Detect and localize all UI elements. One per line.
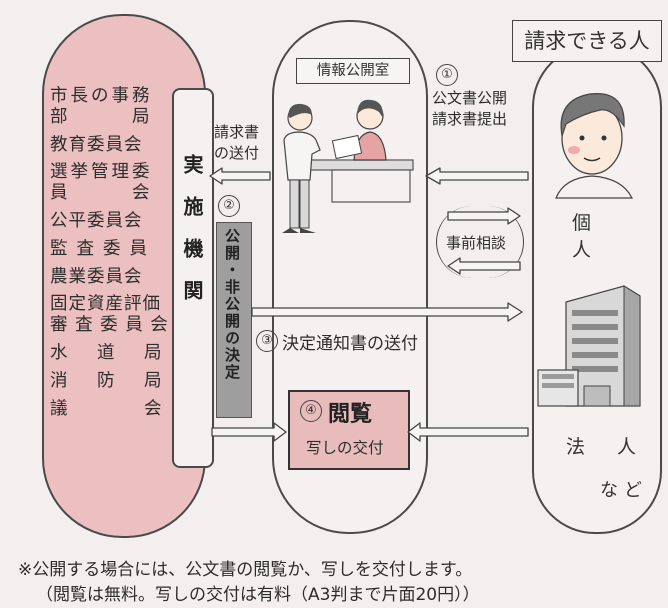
decision-label: 公開・非公開の決定 [223, 228, 241, 381]
arrow-browse-from-agency [211, 422, 287, 442]
person-eye [601, 135, 607, 141]
agency-item: 農業委員会 [50, 267, 143, 287]
step1-line1: 公文書公開 [432, 89, 508, 107]
step1-label: 公文書公開 請求書提出 [432, 88, 507, 130]
prior-consultation-bracket [436, 206, 524, 278]
document [331, 134, 363, 160]
decision-box [216, 222, 252, 418]
visitor-body [283, 131, 321, 181]
arrow-consult-left [447, 257, 521, 275]
prior-consultation-label: 事前相談 [446, 234, 507, 252]
arrow-decision-notice [251, 302, 523, 322]
implementing-agency-box [172, 88, 214, 468]
person-cheek [568, 146, 580, 154]
agency-list: 市長の事務部 局 教育委員会 選挙管理委員 会 公平委員会 監査委員 農業委員会… [50, 83, 168, 423]
person-hair [560, 93, 625, 137]
person-illustration [555, 93, 633, 199]
individual-label: 個人 [572, 212, 622, 261]
footer-note-line1: ※公開する場合には、公文書の閲覧か、写しを交付します。 [18, 560, 473, 580]
person-shirt [555, 175, 633, 199]
agency-item: 教育委員会 [50, 135, 143, 155]
arrow-browse-from-requester [407, 422, 529, 442]
person-mouth [583, 157, 601, 162]
visitor-leg [299, 179, 310, 229]
building-side [623, 285, 641, 407]
agency-item: 公平委員会 [50, 211, 143, 231]
step1-line2: 請求書提出 [432, 110, 508, 128]
agency-item: 水 道 局 [50, 343, 168, 363]
requester-title: 請求できる人 [512, 20, 662, 62]
step3-number: ③ [256, 330, 278, 352]
agency-item: 選挙管理委員 会 [50, 162, 153, 203]
building-entrance [583, 385, 611, 407]
counter-front [331, 169, 411, 203]
agency-item: 議 会 [50, 399, 168, 419]
clerk-hair [357, 99, 384, 118]
agency-item: 消 防 局 [50, 371, 168, 391]
building-windows [572, 310, 618, 372]
visitor-hair [288, 103, 312, 118]
forward-request-label: 請求書 の送付 [214, 122, 259, 164]
implementing-agency-label: 実施機関 [180, 154, 204, 322]
annex-windows [542, 374, 574, 388]
building-illustration [537, 285, 641, 407]
office-sign: 情報公開室 [296, 58, 410, 84]
agency-item: 固定資産評価審 査 委 員 会 [50, 294, 169, 335]
step4-number: ④ [300, 400, 322, 422]
copy-delivery-label: 写しの交付 [306, 439, 384, 457]
etc-label: など [600, 480, 648, 501]
arrow-request-submit [425, 167, 529, 185]
agency-item: 市長の事務部 局 [50, 86, 153, 127]
corporation-label: 法人 [566, 436, 668, 458]
browse-title: 閲覧 [328, 402, 373, 427]
step1-number: ① [436, 64, 458, 86]
arrow-forward-request [209, 167, 271, 185]
visitor-shoes [282, 228, 316, 233]
forward-label-line2: の送付 [214, 144, 260, 162]
agency-item: 監査委員 [50, 239, 156, 259]
footer-note-line2: （閲覧は無料。写しの交付は有料（A3判まで片面20円）） [36, 585, 480, 605]
visitor-leg [289, 179, 300, 229]
person-eye [579, 135, 585, 141]
forward-label-line1: 請求書 [214, 123, 260, 141]
step3-label: 決定通知書の送付 [282, 334, 418, 354]
step2-number: ② [218, 195, 240, 217]
counter-illustration [282, 99, 414, 233]
arrow-consult-right [447, 207, 521, 225]
